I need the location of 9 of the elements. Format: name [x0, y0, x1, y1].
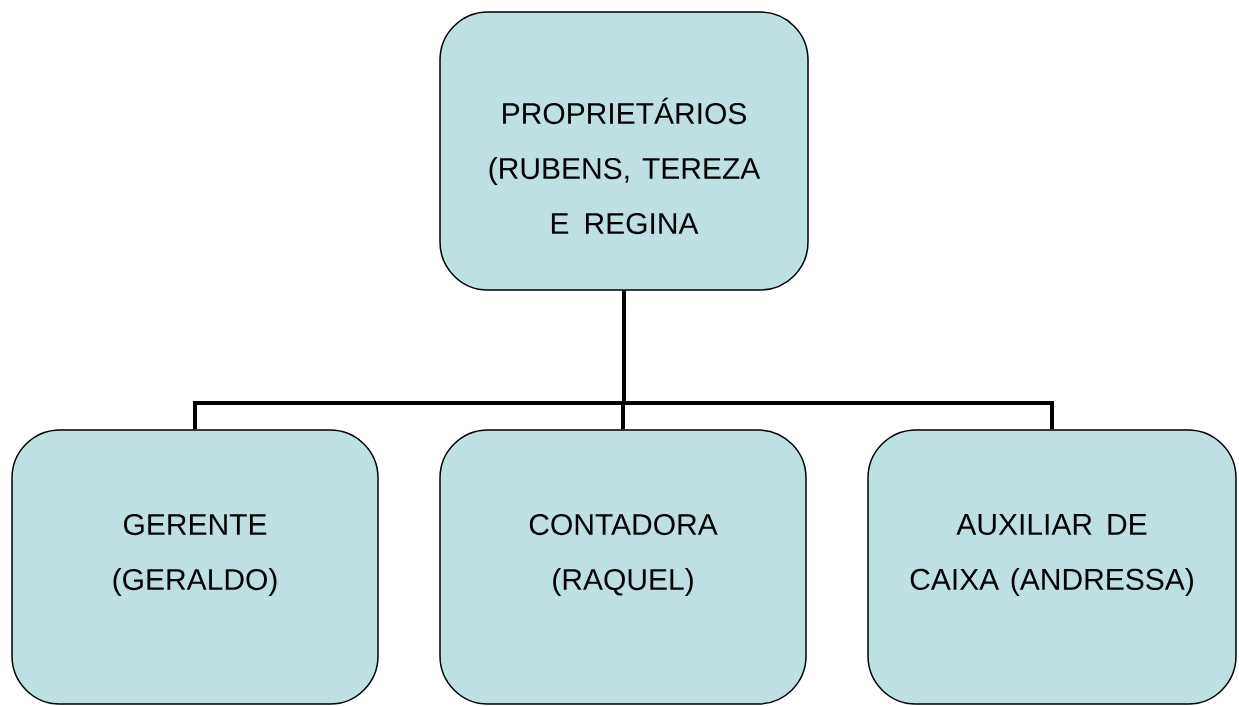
role-text: GERENTE (GERALDO)	[113, 513, 277, 597]
role-text: AUXILIAR DE CAIXA (ANDRESSA)	[910, 514, 1193, 596]
org-box	[11, 429, 379, 705]
connector-line	[622, 290, 1054, 430]
role-text: PROPRIETÁRIOS (RUBENS, TEREZA E REGINA	[489, 97, 761, 235]
org-box	[439, 429, 807, 705]
org-box	[867, 429, 1237, 705]
role-text: CONTADORA (RAQUEL)	[529, 513, 718, 597]
org-box	[439, 11, 809, 291]
